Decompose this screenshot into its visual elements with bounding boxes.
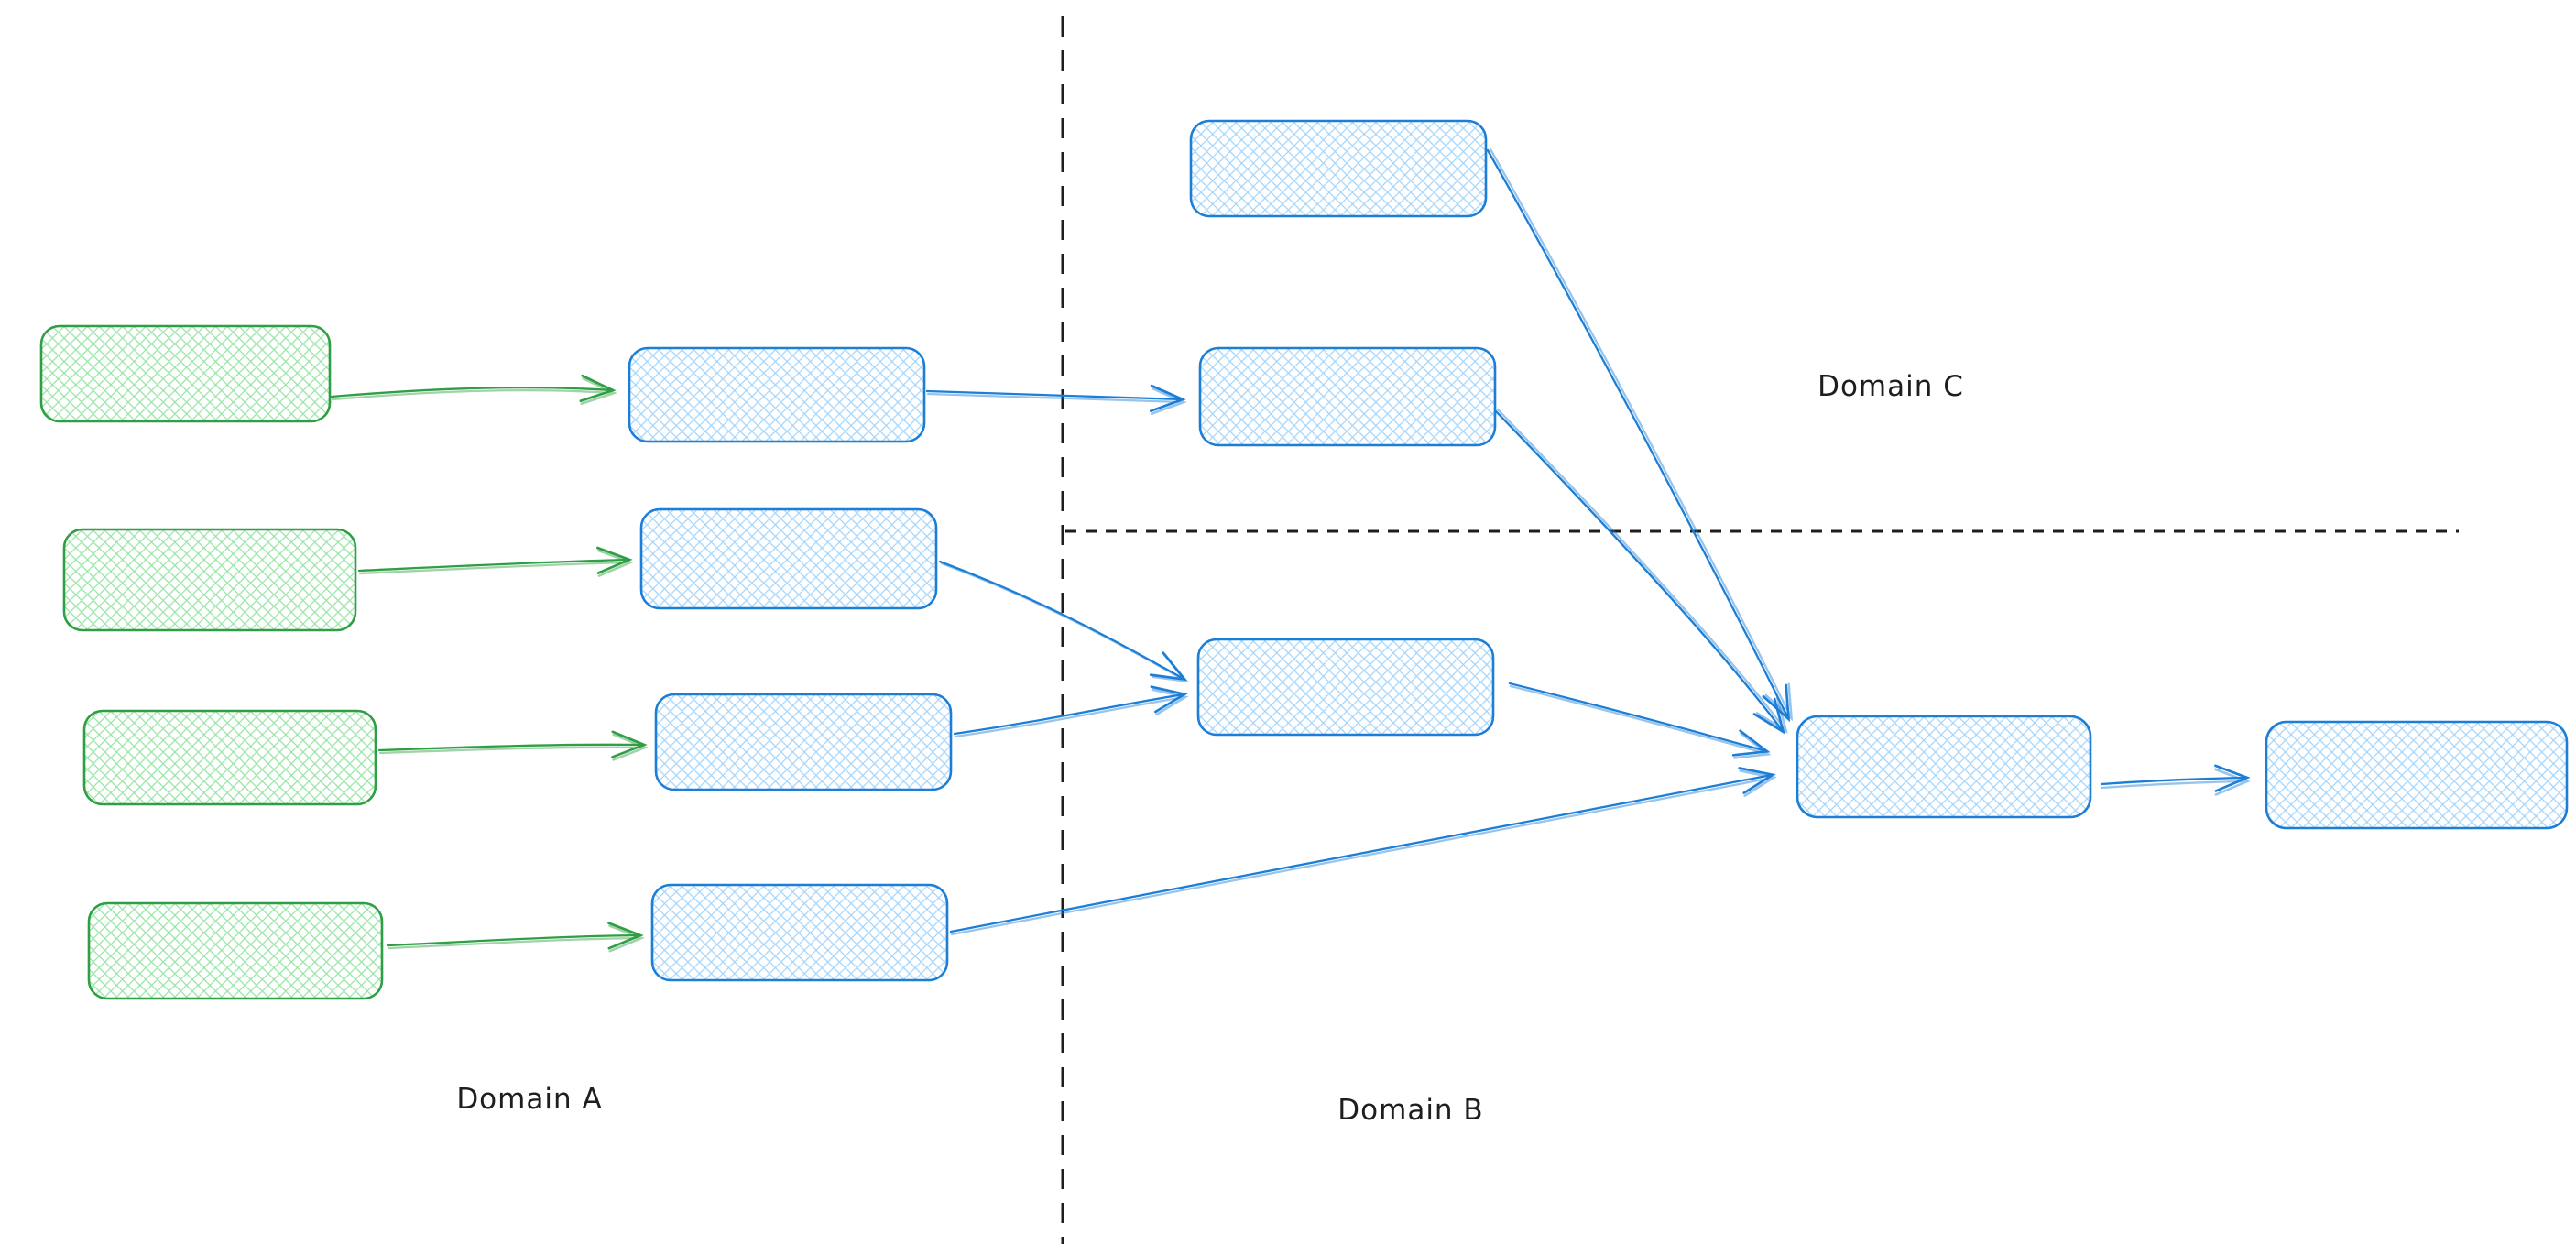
node-a1[interactable] — [628, 346, 926, 443]
edge-c2-b2[interactable] — [1493, 409, 1785, 735]
node-a2[interactable] — [639, 507, 938, 610]
label-domain-b: Domain B — [1337, 1094, 1483, 1127]
edge-b1-b2[interactable] — [1508, 682, 1771, 757]
edge-g4-a4[interactable] — [387, 922, 644, 950]
edge-b1-b2-sketch-echo — [1511, 686, 1767, 754]
node-g3[interactable] — [82, 709, 377, 806]
edge-c1-b2[interactable] — [1486, 148, 1791, 723]
node-c1[interactable] — [1189, 119, 1488, 218]
edge-a4-b2[interactable] — [949, 767, 1776, 933]
node-g4[interactable] — [87, 901, 384, 1000]
node-g1[interactable] — [39, 324, 332, 423]
node-b1[interactable] — [1196, 638, 1495, 737]
node-a3[interactable] — [654, 693, 953, 791]
edge-a4-b2-sketch-echo — [952, 778, 1773, 934]
label-domain-c: Domain C — [1817, 370, 1964, 403]
edge-b2-b3[interactable] — [2100, 764, 2251, 792]
labels: Domain A Domain B Domain C — [456, 370, 1964, 1127]
edges — [330, 148, 2251, 950]
separators — [1061, 16, 2459, 1244]
node-g2[interactable] — [62, 528, 357, 632]
edge-g1-a1-sketch-echo — [333, 390, 613, 399]
edge-a1-c2[interactable] — [925, 384, 1186, 413]
edge-g3-a3[interactable] — [377, 730, 648, 758]
edge-g2-a2[interactable] — [357, 546, 633, 574]
node-b3[interactable] — [2265, 720, 2569, 830]
node-b2[interactable] — [1796, 715, 2092, 819]
edge-a3-b1[interactable] — [953, 685, 1188, 736]
nodes — [39, 119, 2569, 1000]
node-c2[interactable] — [1198, 346, 1497, 447]
node-a4[interactable] — [650, 883, 949, 982]
label-domain-a: Domain A — [456, 1083, 602, 1116]
edge-a3-b1-sketch-echo — [955, 697, 1184, 737]
edge-g1-a1[interactable] — [330, 374, 617, 403]
